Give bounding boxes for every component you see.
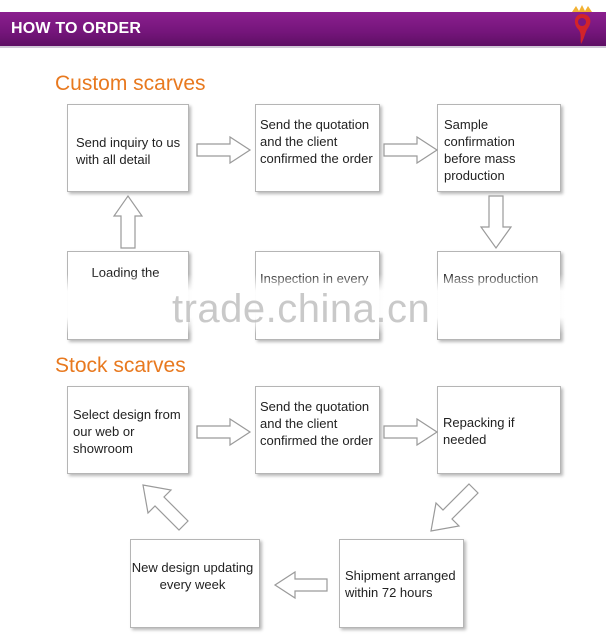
flow-box-sample-confirmation: Sample confirmation before mass producti… [437, 104, 561, 192]
flow-box-send-quotation: Send the quotation and the client confir… [255, 104, 380, 192]
flow-box-send-quotation-stock: Send the quotation and the client confir… [255, 386, 380, 474]
flow-box-shipment: Shipment arranged within 72 hours [339, 539, 464, 628]
arrow-down-left-icon [430, 483, 479, 532]
arrow-up-left-icon [142, 484, 189, 531]
arrow-right-icon [383, 417, 439, 447]
flow-box-label: Send inquiry to us with all detail [76, 135, 181, 167]
arrow-down-icon [479, 195, 513, 250]
page-title: HOW TO ORDER [11, 20, 142, 37]
watermark-text: trade.china.cn [172, 287, 431, 331]
flow-box-label: New design updating every week [131, 560, 254, 592]
arrow-right-icon [196, 417, 252, 447]
arrow-up-icon [112, 194, 144, 249]
section-title-custom: Custom scarves [55, 72, 206, 95]
flow-box-label: Sample confirmation before mass producti… [444, 117, 516, 183]
flow-box-label: Repacking if needed [443, 415, 515, 447]
arrow-right-icon [383, 135, 439, 165]
arrow-right-icon [196, 135, 252, 165]
flow-box-label: Send the quotation and the client confir… [260, 399, 373, 448]
flow-box-select-design: Select design from our web or showroom [67, 386, 189, 474]
flow-box-label: Select design from our web or showroom [73, 407, 181, 456]
watermark-band [0, 274, 606, 334]
flow-box-repacking: Repacking if needed [437, 386, 561, 474]
flow-box-label: Shipment arranged within 72 hours [345, 568, 456, 600]
arrow-left-icon [273, 570, 328, 600]
flow-box-new-design: New design updating every week [130, 539, 260, 628]
flow-box-label: Send the quotation and the client confir… [260, 117, 373, 166]
flow-box-send-inquiry: Send inquiry to us with all detail [67, 104, 189, 192]
header-banner: HOW TO ORDER [0, 12, 606, 48]
brand-logo-icon [572, 5, 592, 44]
section-title-stock: Stock scarves [55, 354, 186, 377]
